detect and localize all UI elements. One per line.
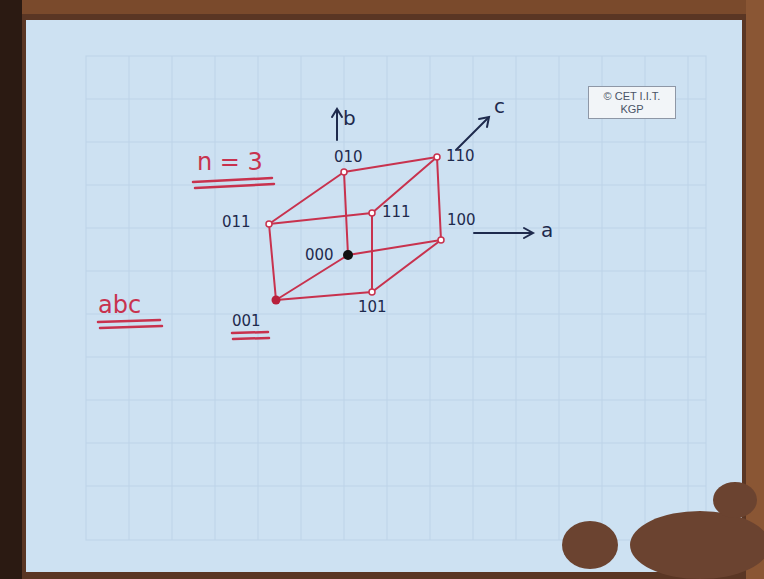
cube-edges	[269, 157, 441, 300]
hand	[562, 482, 764, 579]
axis-label: c	[494, 96, 505, 116]
grid	[86, 56, 706, 540]
copyright-text: © CET I.I.T. KGP	[593, 90, 671, 115]
double-underlines	[98, 178, 274, 339]
vertex-label: 100	[447, 213, 476, 228]
vertex-label: 101	[358, 300, 387, 315]
vertex-label: 001	[232, 314, 261, 329]
order-label: abc	[98, 293, 141, 317]
axis-label: a	[541, 220, 553, 240]
vertex-label: 010	[334, 150, 363, 165]
vertex-label: 111	[382, 205, 411, 220]
paper	[26, 20, 742, 572]
vertex-label: 011	[222, 215, 251, 230]
vertex-label: 000	[305, 248, 334, 263]
axis-label: b	[343, 108, 356, 128]
frame-left	[0, 0, 22, 579]
parameter-label: n = 3	[197, 150, 263, 174]
vertex-label: 110	[446, 149, 475, 164]
axis-arrows	[332, 109, 533, 238]
frame-top	[0, 0, 764, 14]
copyright-box: © CET I.I.T. KGP	[588, 86, 676, 119]
vertex-dots	[266, 154, 444, 305]
